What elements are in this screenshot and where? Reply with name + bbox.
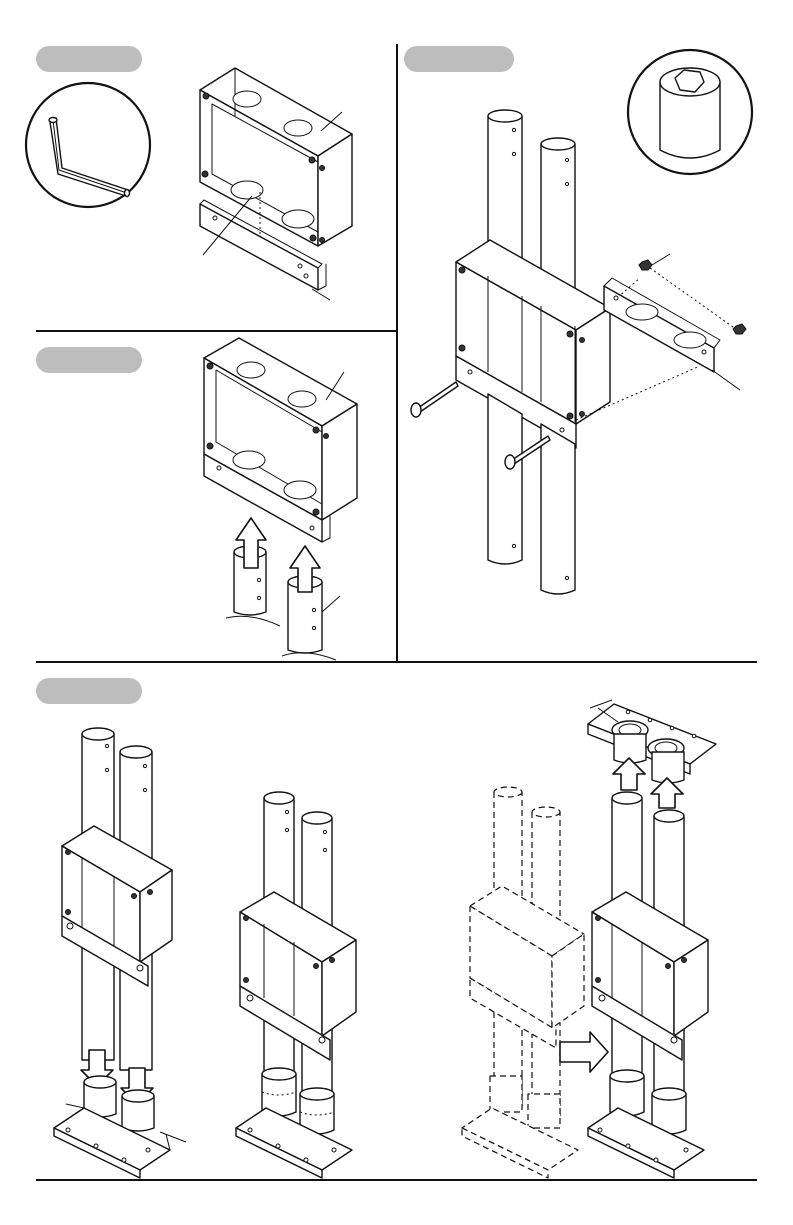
step-3-badge: [404, 46, 514, 72]
step-3-assembly: [411, 110, 746, 594]
step-4-direction-arrow: [560, 1032, 608, 1072]
step-4-badge: [36, 678, 142, 704]
hex-socket-icon: [628, 50, 752, 174]
step-4-figure-c-ghost: [462, 787, 584, 1178]
step-4-figure-a: [54, 728, 186, 1178]
hex-key-icon: [26, 83, 150, 207]
step-1-badge: [36, 46, 142, 72]
step-2-tubes: [226, 518, 340, 660]
step-4-figure-d: [588, 700, 716, 1178]
step-1-box-assembly: [200, 68, 352, 300]
step-2-box-assembly: [204, 338, 357, 542]
step-2-badge: [36, 347, 142, 373]
step-4-figure-b: [236, 792, 356, 1178]
